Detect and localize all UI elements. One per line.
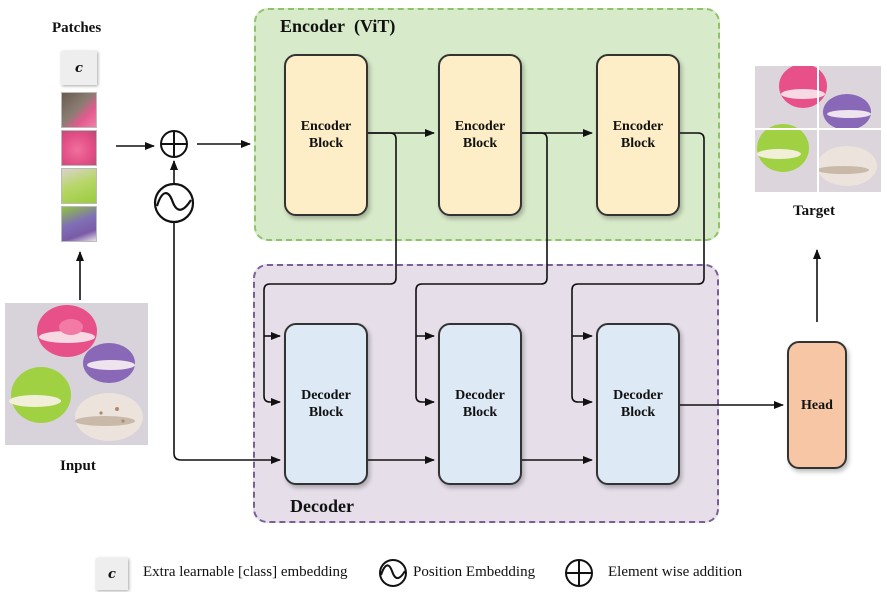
head-block: Head [787,341,847,469]
enc2-to-dec2-arrow [415,132,548,406]
legend-addition-text: Element wise addition [608,564,743,580]
enc1-to-dec1-arrow [263,132,397,406]
legend-plus-icon [565,559,593,587]
sine-wave-icon [153,182,195,224]
pos-to-decoder-arrow [173,222,281,464]
patch-4 [61,206,97,242]
class-token-box: c [61,51,97,85]
encoder-title: Encoder (ViT) [280,16,396,36]
legend-position-text: Position Embedding [413,564,536,580]
target-image [755,66,881,192]
target-label: Target [793,203,835,219]
input-label: Input [60,458,96,474]
legend-class-symbol: c [96,558,128,590]
patch-2 [61,130,97,166]
patch-3 [61,168,97,204]
enc3-to-dec3-arrow [571,132,705,406]
patches-label: Patches [52,20,102,36]
decoder-title: Decoder [290,496,354,516]
patch-1 [61,92,97,128]
target-macarons-illustration [755,66,881,192]
input-image [5,303,148,445]
legend-class-text: Extra learnable [class] embedding [143,564,348,580]
macarons-illustration [5,303,148,445]
plus-circle-icon [160,130,188,158]
legend-sine-icon [379,559,407,587]
